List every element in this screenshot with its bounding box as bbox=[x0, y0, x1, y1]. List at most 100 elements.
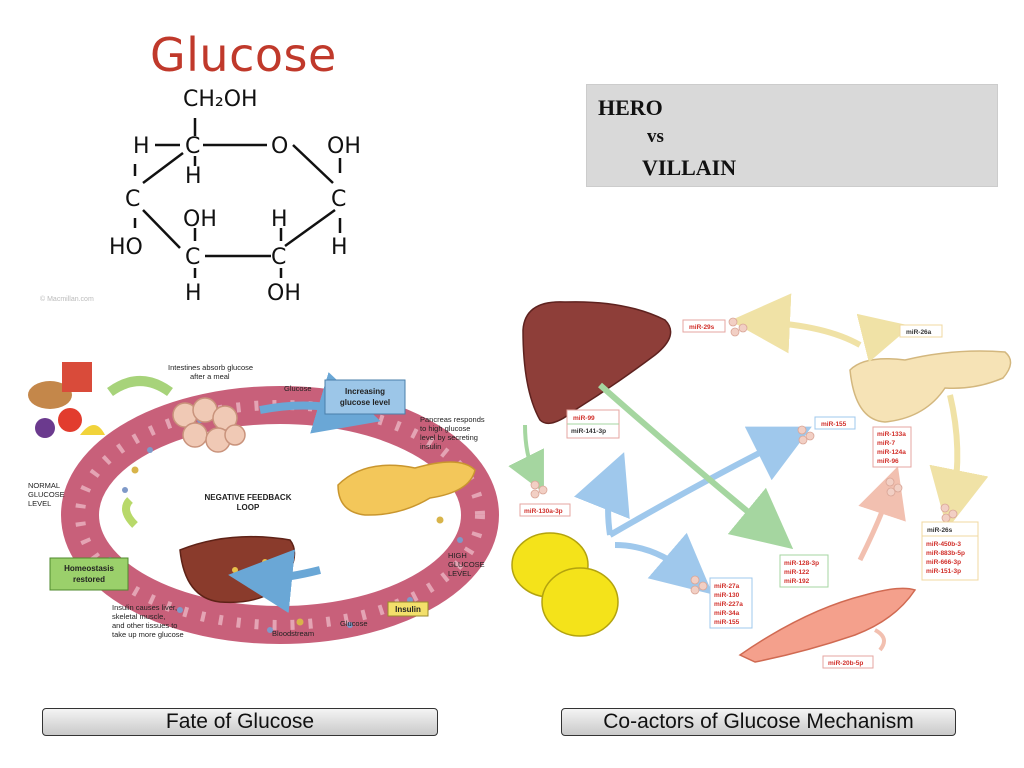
homeostasis-box bbox=[49, 557, 129, 591]
mir26a-label: miR-26a bbox=[906, 329, 932, 336]
atom-c2: C bbox=[331, 187, 346, 212]
pancreas-illustration bbox=[337, 461, 476, 516]
intestines-text-1: Intestines absorb glucose bbox=[168, 363, 253, 372]
mir122-label: miR-122 bbox=[784, 569, 810, 576]
svg-text:Insulin causes liver,skeletal: Insulin causes liver,skeletal muscle,and… bbox=[112, 603, 184, 639]
hero-text: HERO bbox=[598, 95, 663, 120]
mir155-box bbox=[814, 416, 856, 430]
insulin-box bbox=[387, 601, 429, 617]
pancreas-text-3: level by secreting bbox=[420, 433, 478, 442]
mir29s-box bbox=[682, 319, 726, 333]
mir192-label: miR-192 bbox=[784, 578, 810, 585]
high-text-1: HIGH bbox=[448, 551, 467, 560]
mir26a-box bbox=[899, 324, 943, 338]
insulin-label: Insulin bbox=[395, 605, 421, 614]
mir7-label: miR-7 bbox=[877, 440, 895, 447]
glucose-structure: CH₂OH H C H O OH C H C HO OH H C C H OH bbox=[109, 87, 361, 306]
atom-o-ring: O bbox=[271, 134, 288, 159]
atom-ho: HO bbox=[109, 235, 143, 260]
mir666-label: miR-666-3p bbox=[926, 559, 961, 566]
increasing-label-2: glucose level bbox=[340, 398, 390, 407]
atom-c5: C bbox=[271, 245, 286, 270]
normal-text-3: LEVEL bbox=[28, 499, 51, 508]
mir130a-label: miR-130a-3p bbox=[524, 508, 563, 515]
feedback-center-2: LOOP bbox=[237, 503, 260, 512]
atom-h5: H bbox=[185, 281, 202, 306]
increasing-glucose-box bbox=[324, 379, 406, 415]
high-text-2: GLUCOSE bbox=[448, 560, 485, 569]
high-text-3: LEVEL bbox=[448, 569, 471, 578]
mir128-label: miR-128-3p bbox=[784, 560, 819, 567]
homeostasis-label-1: Homeostasis bbox=[64, 564, 114, 573]
mir227a-label: miR-227a bbox=[714, 601, 743, 608]
ch2oh-label: CH₂OH bbox=[183, 87, 258, 112]
glucose-top-label: Glucose bbox=[284, 384, 312, 393]
feedback-center-1: NEGATIVE FEEDBACK bbox=[205, 493, 292, 502]
mirna-network-diagram: miR-29s miR-26a miR-99 miR-141-3p miR-15… bbox=[508, 293, 1012, 669]
glucose-title: Glucose bbox=[150, 28, 337, 82]
mir96-label: miR-96 bbox=[877, 458, 899, 465]
atom-h3: H bbox=[331, 235, 348, 260]
pancreas-text-1: Pancreas responds bbox=[420, 415, 485, 424]
muscle-mirna-box bbox=[779, 554, 829, 588]
fat-mirna-box bbox=[709, 577, 753, 629]
muscle-organ bbox=[738, 587, 917, 663]
food-arrow bbox=[107, 376, 173, 397]
fate-of-glucose-caption: Fate of Glucose bbox=[42, 708, 438, 736]
atom-h1: H bbox=[133, 134, 150, 159]
homeostasis-label-2: restored bbox=[73, 575, 105, 584]
hero-villain-box: HERO vs VILLAIN bbox=[586, 84, 998, 187]
intestines-text-2: after a meal bbox=[190, 372, 230, 381]
intestines-illustration bbox=[172, 397, 246, 453]
mir130-label: miR-130 bbox=[714, 592, 740, 599]
normal-text-2: GLUCOSE bbox=[28, 490, 65, 499]
glucose-bottom-label: Glucose bbox=[340, 619, 368, 628]
pancreas-text-2: to high glucose bbox=[420, 424, 470, 433]
mir34a-label: miR-34a bbox=[714, 610, 740, 617]
mir883b-label: miR-883b-5p bbox=[926, 550, 965, 557]
fat-cell-2 bbox=[541, 567, 619, 637]
vs-text: vs bbox=[647, 126, 664, 147]
insulin-causes-2: skeletal muscle, bbox=[112, 612, 165, 621]
mir26s-title: miR-26s bbox=[927, 527, 953, 534]
mir20b-box bbox=[822, 655, 874, 669]
atom-h2: H bbox=[185, 164, 202, 189]
mir155-label: miR-155 bbox=[821, 421, 847, 428]
mir450b-label: miR-450b-3 bbox=[926, 541, 961, 548]
mir124a-label: miR-124a bbox=[877, 449, 906, 456]
atom-h4: H bbox=[271, 207, 288, 232]
mir26s-box bbox=[921, 521, 979, 581]
insulin-causes-4: take up more glucose bbox=[112, 630, 184, 639]
pancreas-text-4: insulin bbox=[420, 442, 441, 451]
image-credit: © Macmillan.com bbox=[40, 296, 94, 303]
bloodstream-label: Bloodstream bbox=[272, 629, 314, 638]
mir155b-label: miR-155 bbox=[714, 619, 740, 626]
villain-text: VILLAIN bbox=[642, 155, 737, 180]
mir151-label: miR-151-3p bbox=[926, 568, 961, 575]
atom-oh3: OH bbox=[267, 281, 301, 306]
atom-oh2: OH bbox=[183, 207, 217, 232]
mir99-label: miR-99 bbox=[573, 415, 595, 422]
normal-text-1: NORMAL bbox=[28, 481, 60, 490]
mir29s-label: miR-29s bbox=[689, 324, 715, 331]
mir133a-label: miR-133a bbox=[877, 431, 906, 438]
insulin-causes-3: and other tissues to bbox=[112, 621, 177, 630]
atom-oh1: OH bbox=[327, 134, 361, 159]
food-illustration bbox=[28, 362, 105, 438]
atom-c3: C bbox=[125, 187, 140, 212]
mir20b-label: miR-20b-5p bbox=[828, 660, 863, 667]
co-actors-caption: Co-actors of Glucose Mechanism bbox=[561, 708, 956, 736]
pancreas-organ bbox=[849, 350, 1012, 423]
atom-c4: C bbox=[185, 245, 200, 270]
